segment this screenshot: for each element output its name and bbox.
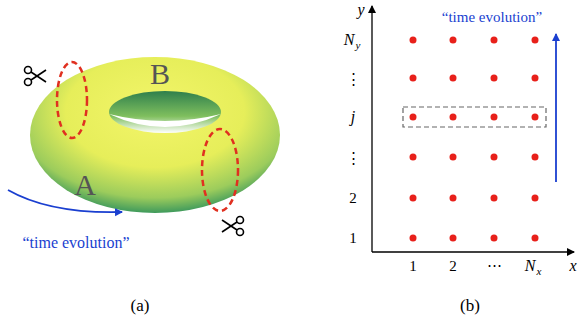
tick-label: 1 bbox=[409, 259, 417, 274]
axis-label: y bbox=[357, 2, 364, 18]
region-label: B bbox=[150, 59, 170, 89]
region-label: A bbox=[74, 170, 96, 200]
tick-label: 1 bbox=[349, 231, 357, 246]
tick-label: ⋯ bbox=[487, 258, 502, 273]
tick-label: 2 bbox=[349, 191, 357, 206]
tick-subscript: x bbox=[537, 266, 542, 277]
panel-label: (a) bbox=[131, 297, 150, 314]
tick-label: 2 bbox=[449, 259, 457, 274]
tick-label: N bbox=[344, 32, 355, 48]
tick-label: ⋮ bbox=[346, 72, 361, 87]
tick-label: ⋮ bbox=[346, 151, 361, 166]
arrow-note: “time evolution” bbox=[22, 235, 129, 251]
panel-label: (b) bbox=[460, 297, 480, 314]
axis-label: x bbox=[569, 258, 576, 274]
tick-label: N bbox=[525, 258, 536, 274]
tick-subscript: y bbox=[356, 40, 361, 51]
arrow-note: “time evolution” bbox=[442, 10, 542, 25]
tick-label: j bbox=[351, 109, 355, 125]
